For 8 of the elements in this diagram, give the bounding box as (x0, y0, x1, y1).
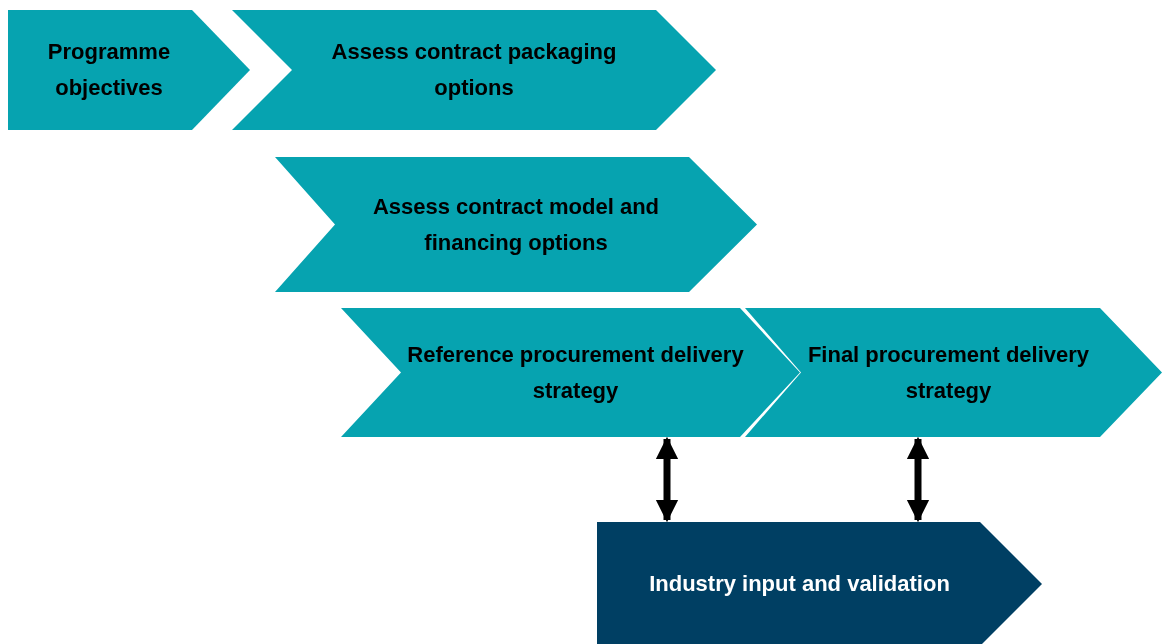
double-arrow (655, 436, 679, 523)
step-label: Final procurement delivery strategy (806, 340, 1091, 405)
step-label: Reference procurement delivery strategy (406, 340, 745, 405)
step-label: Assess contract model and financing options (371, 192, 661, 257)
step-label: Assess contract packaging options (330, 38, 618, 102)
double-arrow (906, 436, 930, 523)
step-label: Industry input and validation (649, 570, 950, 598)
step-label: Programme objectives (46, 38, 172, 102)
